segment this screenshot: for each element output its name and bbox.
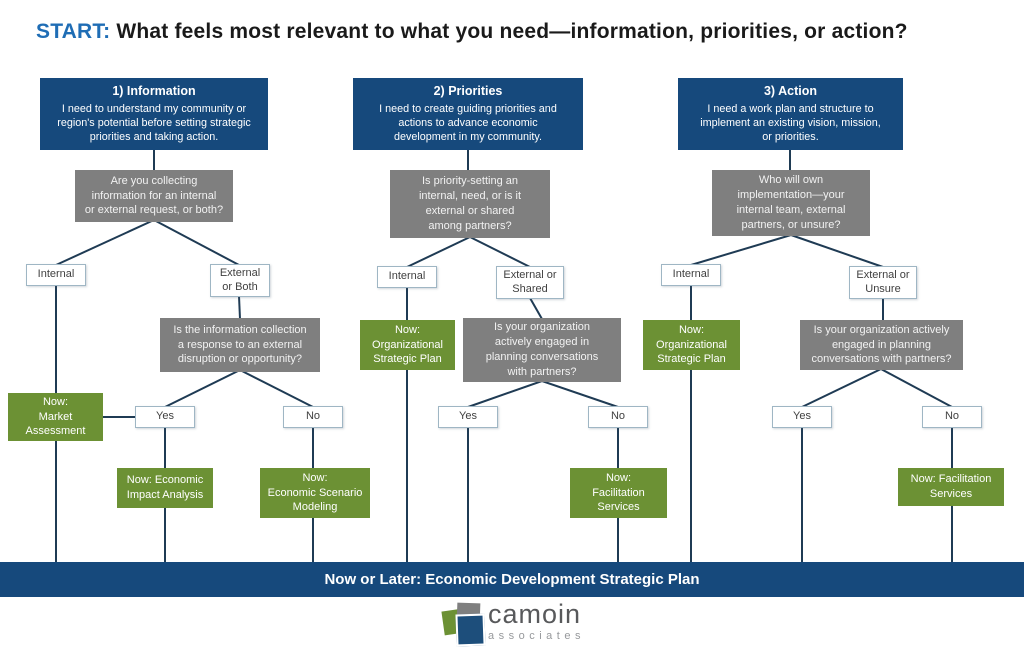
bottom-banner: Now or Later: Economic Development Strat…: [0, 562, 1024, 597]
camoin-logo-icon: [441, 601, 486, 647]
title-start-label: START:: [36, 20, 111, 43]
outcome-economic-impact-analysis: Now: Economic Impact Analysis: [117, 468, 213, 508]
outcome-organizational-strategic-plan-2: Now: Organizational Strategic Plan: [643, 320, 740, 370]
logo-text: camoin associates: [488, 599, 585, 643]
branch-label-external-or-both: External or Both: [210, 264, 270, 297]
branch-label-no-3: No: [922, 406, 982, 428]
logo-company-subtitle: associates: [488, 630, 585, 642]
priorities-header-box: 2) Priorities I need to create guiding p…: [353, 78, 583, 150]
branch-label-internal-1: Internal: [26, 264, 86, 286]
information-header-title: 1) Information: [112, 83, 196, 98]
action-header-description: I need a work plan and structure to impl…: [700, 102, 881, 144]
title-question-text: What feels most relevant to what you nee…: [116, 20, 908, 43]
priorities-header-title: 2) Priorities: [433, 83, 503, 98]
logo-company-name: camoin: [488, 599, 582, 629]
outcome-economic-scenario-modeling: Now: Economic Scenario Modeling: [260, 468, 370, 518]
logo-blue-square-icon: [455, 613, 486, 647]
branch-label-no-1: No: [283, 406, 343, 428]
information-header-description: I need to understand my community or reg…: [57, 102, 251, 144]
outcome-facilitation-services-1: Now: Facilitation Services: [570, 468, 667, 518]
question-internal-external-request: Are you collecting information for an in…: [75, 170, 233, 222]
page-title: START:What feels most relevant to what y…: [36, 20, 908, 44]
outcome-organizational-strategic-plan-1: Now: Organizational Strategic Plan: [360, 320, 455, 370]
branch-label-yes-2: Yes: [438, 406, 498, 428]
branch-label-internal-2: Internal: [377, 266, 437, 288]
branch-label-internal-3: Internal: [661, 264, 721, 286]
camoin-logo: camoin associates: [441, 599, 585, 647]
question-priority-setting: Is priority-setting an internal, need, o…: [390, 170, 550, 238]
branch-label-yes-3: Yes: [772, 406, 832, 428]
outcome-market-assessment: Now: Market Assessment: [8, 393, 103, 441]
question-disruption-or-opportunity: Is the information collection a response…: [160, 318, 320, 372]
question-who-owns-implementation: Who will own implementation—your interna…: [712, 170, 870, 236]
question-engaged-in-planning-1: Is your organization actively engaged in…: [463, 318, 621, 382]
branch-label-external-or-unsure: External or Unsure: [849, 266, 917, 299]
action-header-box: 3) Action I need a work plan and structu…: [678, 78, 903, 150]
branch-label-yes-1: Yes: [135, 406, 195, 428]
branch-label-no-2: No: [588, 406, 648, 428]
priorities-header-description: I need to create guiding priorities and …: [379, 102, 557, 144]
action-header-title: 3) Action: [763, 83, 817, 98]
information-header-box: 1) Information I need to understand my c…: [40, 78, 268, 150]
outcome-facilitation-services-2: Now: Facilitation Services: [898, 468, 1004, 506]
question-engaged-in-planning-2: Is your organization actively engaged in…: [800, 320, 963, 370]
branch-label-external-or-shared: External or Shared: [496, 266, 564, 299]
